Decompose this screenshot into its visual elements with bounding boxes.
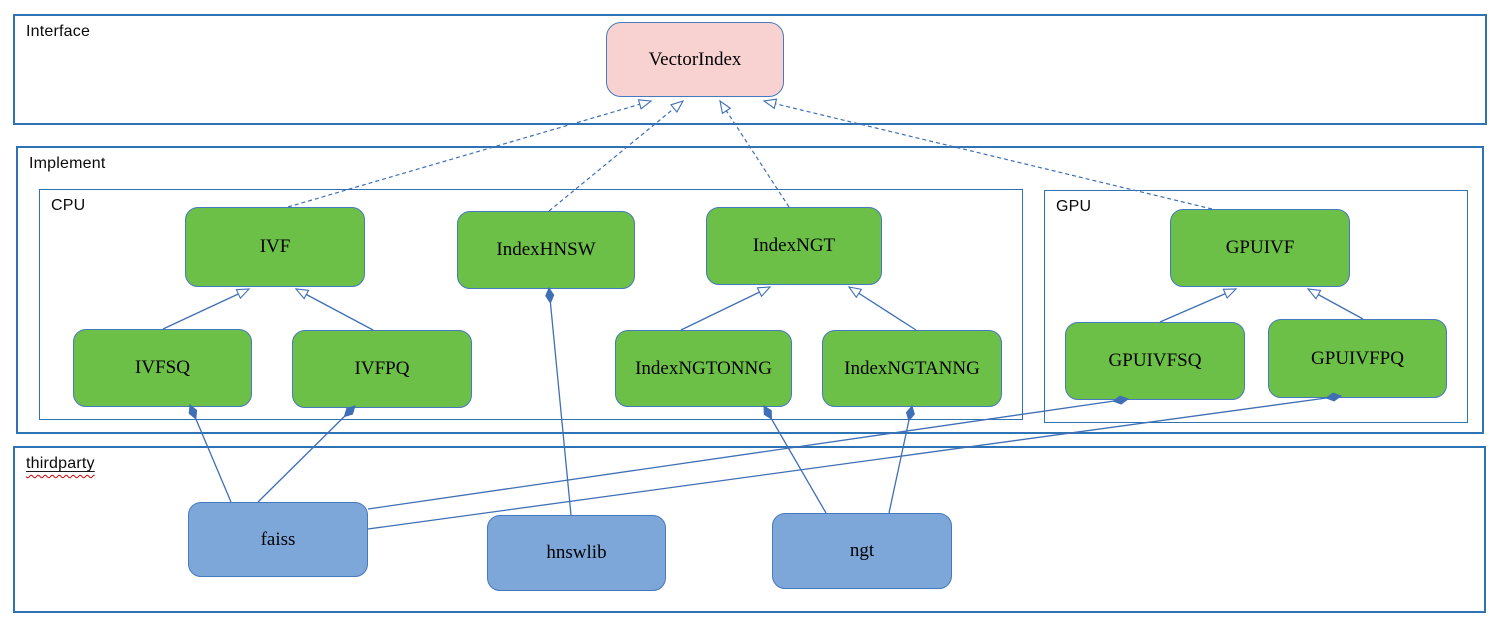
node-vectorindex: VectorIndex — [606, 22, 784, 97]
node-gpuivf-label: GPUIVF — [1225, 237, 1295, 258]
node-faiss-label: faiss — [260, 528, 296, 550]
node-ivfsq-label: IVFSQ — [135, 357, 190, 378]
node-ivfpq: IVFPQ — [292, 330, 472, 408]
group-cpu-label: CPU — [51, 197, 86, 214]
node-indexngtonng: IndexNGTONNG — [615, 330, 792, 407]
node-vectorindex-label: VectorIndex — [648, 48, 742, 70]
node-ivf-label: IVF — [259, 236, 291, 257]
layer-interface-label: Interface — [26, 23, 91, 40]
node-ngt-label: ngt — [849, 540, 875, 561]
node-indexngt-label: IndexNGT — [752, 235, 836, 256]
node-indexhnsw: IndexHNSW — [457, 211, 635, 289]
node-ngt: ngt — [772, 513, 952, 589]
node-gpuivf: GPUIVF — [1170, 209, 1350, 287]
node-hnswlib-label: hnswlib — [546, 542, 607, 563]
node-ivf: IVF — [185, 207, 365, 287]
group-gpu-label: GPU — [1056, 198, 1092, 215]
node-indexngtanng: IndexNGTANNG — [822, 330, 1002, 407]
node-indexhnsw-label: IndexHNSW — [496, 239, 596, 260]
node-ivfsq: IVFSQ — [73, 329, 252, 407]
node-indexngt: IndexNGT — [706, 207, 882, 285]
node-faiss: faiss — [188, 502, 368, 577]
layer-thirdparty-label: thirdparty — [26, 455, 95, 472]
node-gpuivfsq: GPUIVFSQ — [1065, 322, 1245, 400]
node-indexngtonng-label: IndexNGTONNG — [635, 357, 772, 379]
node-gpuivfpq-label: GPUIVFPQ — [1311, 347, 1404, 369]
node-ivfpq-label: IVFPQ — [354, 358, 410, 379]
layer-implement-label: Implement — [29, 155, 106, 172]
node-gpuivfpq: GPUIVFPQ — [1268, 319, 1447, 398]
node-hnswlib: hnswlib — [487, 515, 666, 591]
node-indexngtanng-label: IndexNGTANNG — [844, 357, 980, 379]
node-gpuivfsq-label: GPUIVFSQ — [1108, 350, 1202, 371]
